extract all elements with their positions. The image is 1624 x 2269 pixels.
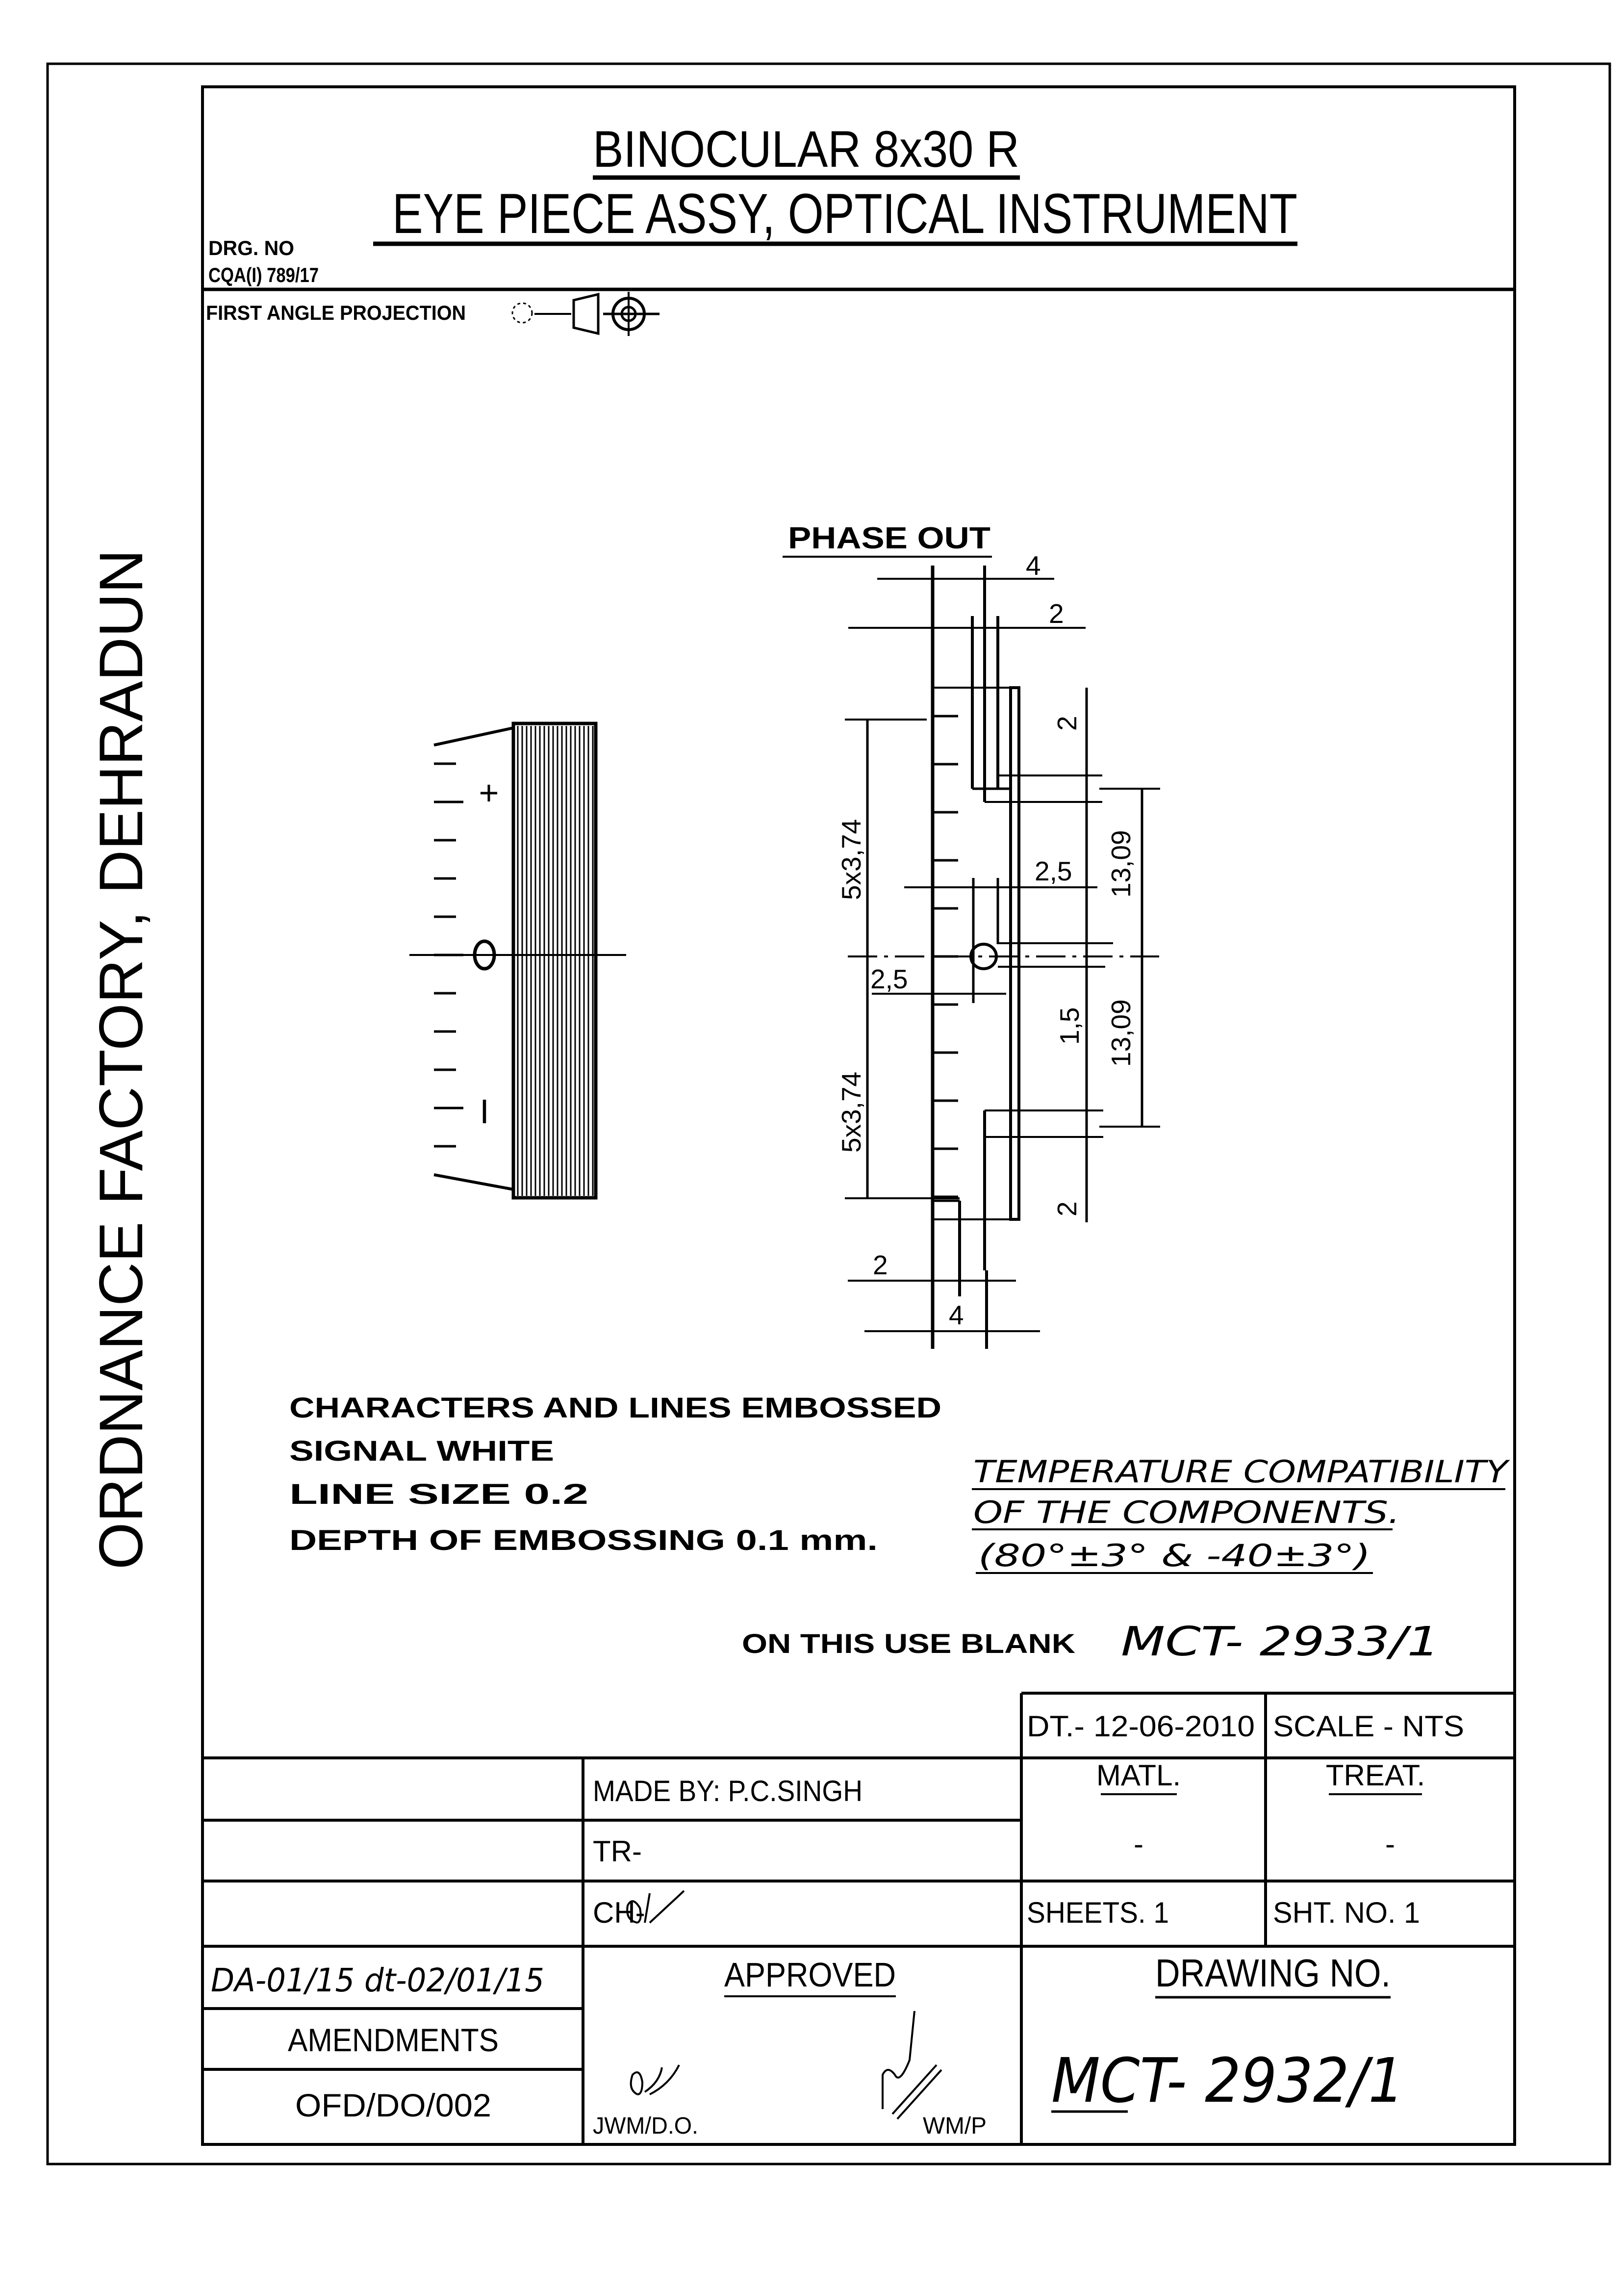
drg-no-label: DRG. NO: [208, 236, 294, 259]
amendment-entry: DA-01/15 dt-02/01/15: [211, 1961, 544, 1999]
note-embossed: CHARACTERS AND LINES EMBOSSED: [289, 1392, 941, 1424]
dim-upper-13-09: 13,09: [1106, 830, 1136, 898]
matl-label: MATL.: [1096, 1759, 1181, 1792]
eyepiece-side-view: + I: [409, 722, 626, 1200]
dim-top-2: 2: [1049, 598, 1064, 629]
dim-bottom-4: 4: [949, 1300, 964, 1330]
title-block: [203, 1692, 1515, 2144]
date: DT.- 12-06-2010: [1027, 1710, 1255, 1743]
note-signal-white: SIGNAL WHITE: [289, 1435, 554, 1467]
dim-right-2-5: 2,5: [1035, 856, 1072, 886]
note-depth: DEPTH OF EMBOSSING 0.1 mm.: [289, 1524, 878, 1556]
dim-lower-13-09: 13,09: [1106, 999, 1136, 1067]
tr-label: TR-: [593, 1835, 642, 1868]
phase-out-view: PHASE OUT: [783, 521, 1160, 1349]
note-temperature-2: OF THE COMPONENTS.: [973, 1495, 1400, 1530]
dimension-labels: 4 2 2 2,5 2,5 1,5 2 13,09 13,09 5x3,74 5…: [836, 550, 1136, 1330]
scale-ticks: [434, 762, 463, 1148]
inner-frame: [201, 85, 1516, 2146]
drg-no-value: CQA(I) 789/17: [208, 263, 319, 286]
amendments-label: AMENDMENTS: [288, 2022, 499, 2058]
title-line-2: EYE PIECE ASSY, OPTICAL INSTRUMENT: [392, 182, 1297, 245]
scale-mark-minus: I: [480, 1092, 489, 1131]
first-angle-projection-symbol-icon: [511, 292, 660, 336]
header: BINOCULAR 8x30 R EYE PIECE ASSY, OPTICAL…: [206, 121, 1297, 336]
title-block-text: DT.- 12-06-2010 SCALE - NTS MADE BY: P.C…: [211, 1710, 1464, 2139]
note-temperature-3: (80°±3° & -40±3°): [978, 1538, 1370, 1573]
note-line-size: LINE SIZE 0.2: [289, 1478, 588, 1510]
scale-mark-plus: +: [479, 774, 499, 812]
jwm-signature: [630, 2064, 680, 2095]
sheets: SHEETS. 1: [1027, 1896, 1169, 1929]
dim-1-5: 1,5: [1054, 1007, 1085, 1045]
wmp-label: WM/P: [923, 2113, 987, 2139]
scale-mark-zero: [473, 939, 496, 971]
dim-bottom-2: 2: [873, 1250, 888, 1280]
jwm-label: JWM/D.O.: [593, 2113, 698, 2139]
ch-label: CH-: [593, 1896, 645, 1929]
approved-label: APPROVED: [724, 1956, 896, 1994]
drawing-number: MCT- 2932/1: [1051, 2045, 1404, 2116]
side-company-label: ORDNANCE FACTORY, DEHRADUN: [87, 549, 155, 1570]
wmp-signature: [882, 2011, 942, 2120]
made-by: MADE BY: P.C.SINGH: [593, 1775, 863, 1807]
dim-top-4: 4: [1026, 550, 1041, 581]
note-temperature-1: TEMPERATURE COMPATIBILITY: [973, 1454, 1510, 1490]
form-number: OFD/DO/002: [295, 2087, 491, 2123]
treat-label: TREAT.: [1326, 1759, 1425, 1792]
title-line-1: BINOCULAR 8x30 R: [593, 121, 1019, 178]
drawing-no-label: DRAWING NO.: [1155, 1951, 1391, 1995]
checker-signature: [626, 1890, 685, 1924]
dim-upper-2: 2: [1052, 716, 1082, 731]
notes: CHARACTERS AND LINES EMBOSSED SIGNAL WHI…: [289, 1392, 1510, 1665]
dim-lower-5x3-74: 5x3,74: [836, 1072, 866, 1153]
projection-label: FIRST ANGLE PROJECTION: [206, 301, 466, 324]
dim-left-2-5: 2,5: [870, 964, 908, 994]
dim-upper-5x3-74: 5x3,74: [836, 819, 866, 900]
knurled-ring: [511, 722, 598, 1200]
sheet-number: SHT. NO. 1: [1273, 1896, 1420, 1929]
blank-value: MCT- 2933/1: [1121, 1619, 1440, 1665]
phase-out-label: PHASE OUT: [788, 521, 990, 555]
knurl-lines: [517, 726, 594, 1196]
treat-value: -: [1385, 1828, 1395, 1860]
outer-border: [46, 62, 1611, 2166]
blank-label: ON THIS USE BLANK: [742, 1628, 1075, 1659]
dim-lower-2: 2: [1052, 1201, 1082, 1216]
matl-value: -: [1134, 1828, 1143, 1860]
scale: SCALE - NTS: [1273, 1710, 1464, 1743]
